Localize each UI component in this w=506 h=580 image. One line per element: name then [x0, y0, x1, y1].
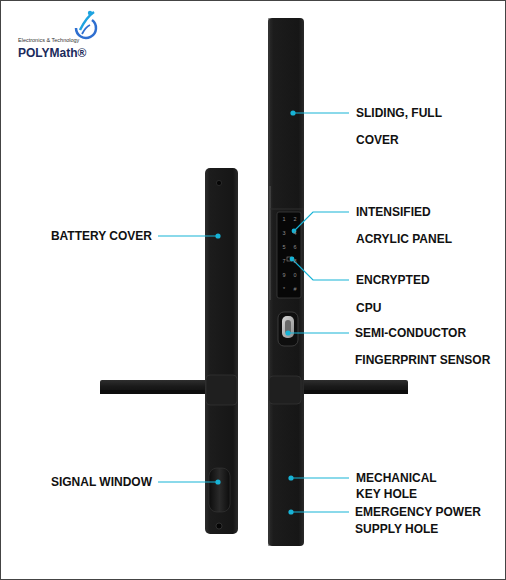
part-name: SIGNAL WINDOW	[51, 474, 152, 490]
part-name: INTENSIFIED ACRYLIC PANEL	[356, 199, 486, 253]
leader-dots	[215, 110, 296, 514]
keypad-key: 3	[282, 230, 285, 237]
keypad-key: *	[283, 286, 285, 293]
keypad-key: #	[293, 286, 296, 293]
keypad-key: 0	[293, 272, 296, 279]
leader-lines	[158, 113, 349, 512]
keypad-key: 7	[282, 258, 285, 265]
logo-name: POLYMath®	[18, 46, 86, 60]
part-name: MECHANICAL KEY HOLE	[356, 470, 456, 502]
logo-icon	[76, 11, 96, 38]
keypad-key: 2	[293, 216, 296, 223]
logo-tagline: Electronics & Technology	[18, 37, 79, 44]
keypad-key: 1	[282, 216, 285, 223]
part-name: SLIDING, FULL COVER	[356, 100, 448, 154]
keypad-key: 8	[293, 258, 296, 265]
fingerprint-sensor	[278, 312, 298, 346]
keypad-panel	[277, 212, 301, 298]
keypad-key: 5	[282, 244, 285, 251]
keypad-key: 9	[282, 272, 285, 279]
part-name: BATTERY COVER	[51, 228, 152, 244]
keypad-key: 6	[293, 244, 296, 251]
part-name: EMERGENCY POWER SUPPLY HOLE	[355, 504, 503, 538]
part-name: ENCRYPTED CPU	[356, 266, 448, 322]
keypad-key: 4	[293, 230, 296, 237]
part-name: SEMI-CONDUCTOR FINGERPRINT SENSOR	[355, 320, 503, 374]
